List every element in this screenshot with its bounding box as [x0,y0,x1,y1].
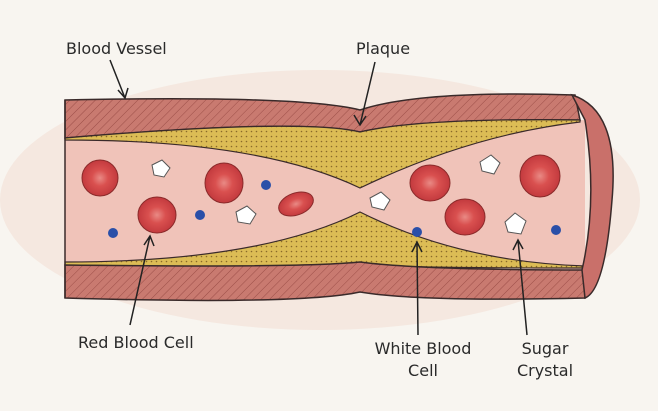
pointer-sugar-crystal [512,238,528,336]
red-blood-cell [278,191,314,217]
white-blood-cell [108,228,118,238]
pointer-blood-vessel [109,59,129,100]
label-white-blood-cell-line2: Cell [408,361,438,380]
label-plaque: Plaque [356,39,411,58]
white-blood-cells [108,180,561,238]
sugar-crystal [504,212,527,235]
red-blood-cell [409,164,451,202]
sugar-crystal [369,191,391,211]
red-blood-cell [81,159,119,197]
red-blood-cell [137,196,177,234]
pointer-plaque [353,61,376,127]
white-blood-cell [551,225,561,235]
sugar-crystal [151,159,171,178]
sugar-crystal [235,205,257,225]
label-pointers [109,59,528,336]
label-sugar-crystal: Sugar Crystal [505,338,585,382]
pointer-red-blood-cell [129,234,155,326]
sugar-crystals [151,154,527,235]
label-sugar-crystal-line1: Sugar [521,339,569,358]
red-blood-cell [204,162,244,204]
label-blood-vessel: Blood Vessel [66,39,167,58]
pointer-white-blood-cell [411,240,423,336]
red-blood-cell [519,154,561,198]
white-blood-cell [261,180,271,190]
vessel-opening [570,93,614,300]
label-sugar-crystal-line2: Crystal [516,361,574,380]
red-blood-cell [444,198,486,236]
red-blood-cells [81,154,561,236]
sugar-crystal [479,154,501,175]
label-white-blood-cell-line1: White Blood [374,339,472,358]
white-blood-cell [195,210,205,220]
plaque-top [64,119,581,189]
label-red-blood-cell: Red Blood Cell [78,333,194,352]
white-blood-cell [412,227,422,237]
label-white-blood-cell: White Blood Cell [368,338,478,382]
